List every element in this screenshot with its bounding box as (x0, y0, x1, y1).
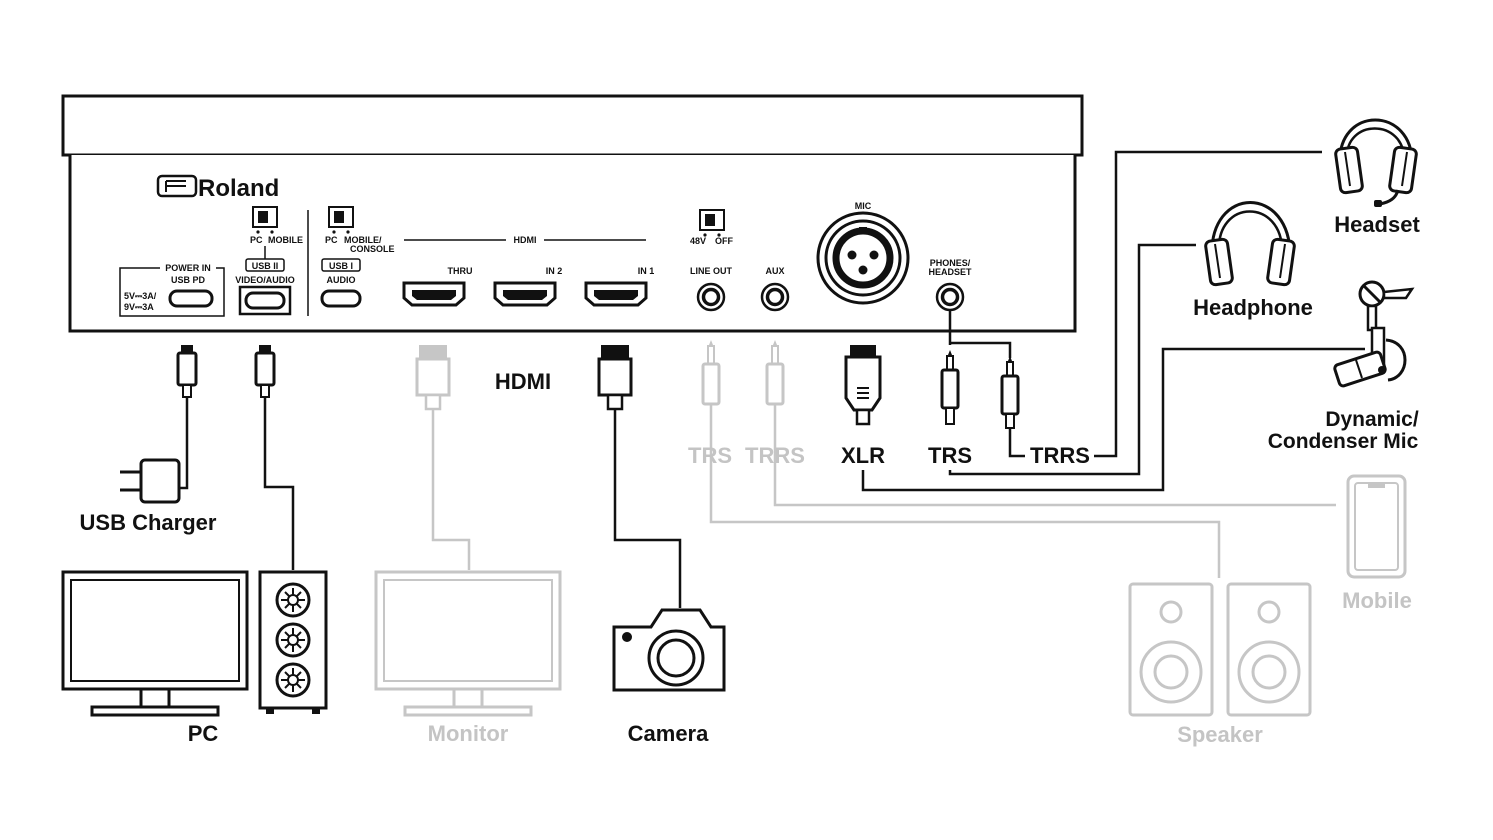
monitor-label: Monitor (428, 721, 509, 746)
roland-logo: Roland (156, 174, 279, 202)
line-out-jack: LINE OUT (690, 266, 733, 312)
mobile-icon (1346, 474, 1407, 579)
speaker-label: Speaker (1177, 722, 1263, 747)
fan-icon (275, 582, 311, 618)
pc-tower-icon (258, 570, 328, 714)
cable-xlr-mic (844, 345, 1365, 492)
fan-icon (275, 622, 311, 658)
audio-label: AUDIO (327, 275, 356, 285)
monitor-icon (374, 570, 562, 717)
usb2-port (244, 291, 286, 310)
cable-usb-charger (176, 345, 198, 490)
label-trs-phones: TRS (928, 443, 972, 468)
aux-jack: AUX (760, 266, 790, 312)
pc-label: PC (188, 721, 219, 746)
usb1-port (320, 289, 362, 308)
power-spec-2: 9V⎓3A (124, 302, 154, 312)
mic-label-line2: Condenser Mic (1268, 430, 1419, 453)
mobile-label: Mobile (1342, 588, 1412, 613)
headset-label: HEADSET (928, 267, 972, 277)
usb-charger-label: USB Charger (80, 510, 217, 535)
headset-icon (1334, 118, 1418, 207)
mic-label-line1: Dynamic/ (1325, 408, 1419, 431)
hdmi-thru-port (402, 281, 466, 307)
usb1-switch-mobile: MOBILE/ (344, 235, 382, 245)
label-trrs-phones: TRRS (1030, 443, 1090, 468)
cable-hdmi-camera (597, 345, 682, 608)
line-out-label: LINE OUT (690, 266, 733, 276)
cable-phones-split (948, 310, 1012, 358)
usb1-switch-pc: PC (325, 235, 338, 245)
hdmi-in2-port (493, 281, 557, 307)
usb-pd-port (168, 289, 214, 308)
speaker-icon (1128, 582, 1214, 717)
usb1-switch-console: CONSOLE (350, 244, 395, 254)
cable-hdmi-monitor (415, 345, 471, 570)
aux-label: AUX (765, 266, 784, 276)
fan-icon (275, 662, 311, 698)
usb-pd-label: USB PD (171, 275, 206, 285)
phones-label: PHONES/ (930, 258, 971, 268)
cable-usb-pc (254, 345, 295, 570)
microphone-icon (1333, 280, 1415, 388)
pc-monitor-icon (61, 570, 249, 717)
cable-trrs-aux (765, 340, 1336, 507)
video-audio-label: VIDEO/AUDIO (235, 275, 295, 285)
hdmi-in1-port (584, 281, 648, 307)
brand-logo-text: Roland (198, 175, 279, 202)
power-in-label: POWER IN (165, 263, 211, 273)
speaker-icon (1226, 582, 1312, 717)
mic-label: MIC (855, 201, 872, 211)
hdmi-thru-label: THRU (448, 266, 473, 276)
headphone-label: Headphone (1193, 295, 1313, 320)
hdmi-in2-label: IN 2 (546, 266, 563, 276)
label-trs-line-out: TRS (688, 443, 732, 468)
phantom-off-label: OFF (715, 236, 733, 246)
cable-trs-line-out (701, 340, 1221, 578)
roland-device: Roland POWER IN USB PD 5V⎓3A/ 9V⎓3A PC M… (61, 94, 1084, 333)
headphone-icon (1204, 201, 1296, 287)
usb-charger-icon (120, 458, 181, 504)
usb2-section: PC MOBILE USB II VIDEO/AUDIO (235, 206, 303, 316)
label-trrs-aux: TRRS (745, 443, 805, 468)
usb2-switch-mobile: MOBILE (268, 235, 303, 245)
cable-trs-headphone (940, 243, 1196, 476)
hdmi-group-label: HDMI (514, 235, 537, 245)
camera-label: Camera (628, 721, 709, 746)
usb1-section: PC MOBILE/ CONSOLE USB I AUDIO (320, 206, 395, 308)
mic-xlr-jack: MIC (816, 201, 910, 305)
usb2-switch-pc: PC (250, 235, 263, 245)
phantom-48v-label: 48V (690, 236, 706, 246)
usb2-label: USB II (252, 261, 279, 271)
hdmi-section: HDMI THRU IN 2 IN 1 (402, 235, 655, 307)
usb1-label: USB I (329, 261, 353, 271)
phantom-switch: 48V OFF (690, 209, 733, 246)
power-spec-1: 5V⎓3A/ (124, 291, 157, 301)
hdmi-in1-label: IN 1 (638, 266, 655, 276)
power-in-section: POWER IN USB PD 5V⎓3A/ 9V⎓3A (119, 263, 225, 317)
headset-label: Headset (1334, 212, 1420, 237)
label-xlr: XLR (841, 443, 885, 468)
camera-icon (612, 608, 726, 692)
label-hdmi: HDMI (495, 369, 551, 394)
cable-trrs-headset (1000, 150, 1322, 458)
